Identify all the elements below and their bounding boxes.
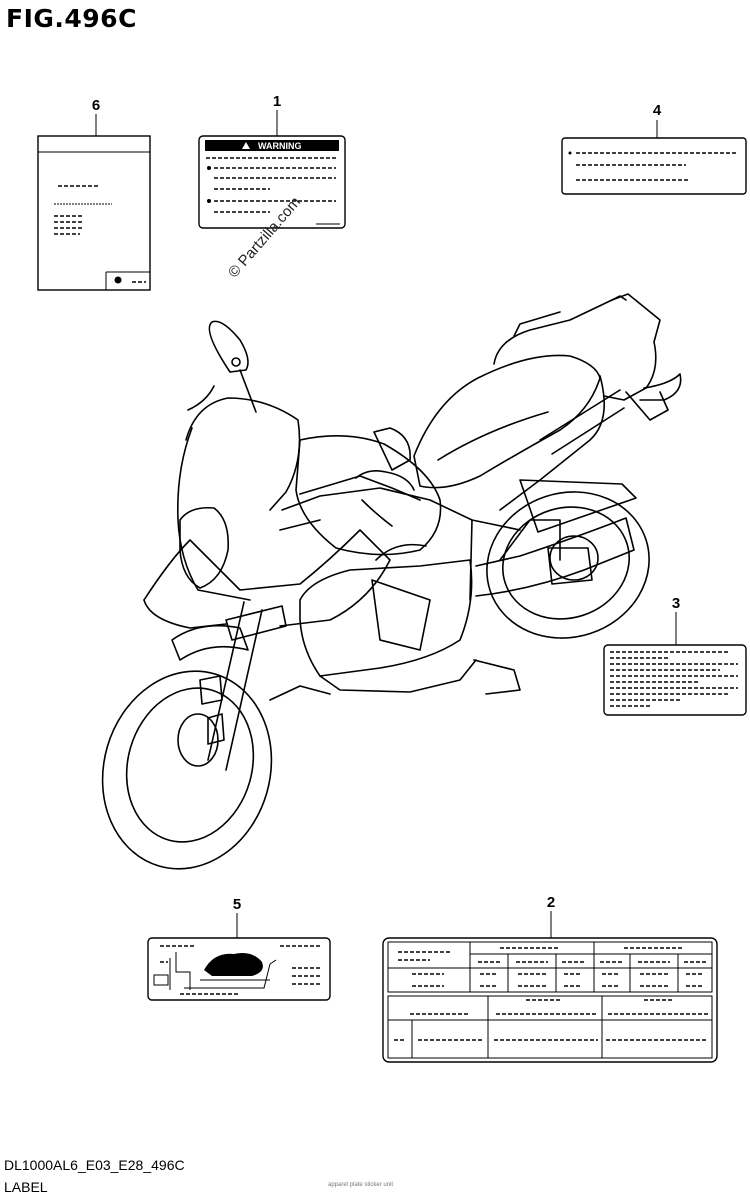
rear-wheel — [486, 491, 650, 639]
seat — [413, 354, 601, 489]
figure-name: LABEL — [4, 1179, 48, 1195]
engine-silhouette-icon — [204, 953, 263, 976]
headlight — [179, 506, 230, 589]
windscreen — [185, 397, 301, 511]
label-3[interactable]: 3 — [603, 595, 747, 716]
footnote-text: apparel plate sticker unit — [328, 1182, 394, 1188]
warning-heading: WARNING — [258, 141, 302, 151]
luggage-rack — [493, 293, 661, 401]
ref-number-2: 2 — [547, 894, 555, 911]
ref-number-1: 1 — [273, 93, 281, 110]
label-5[interactable]: 5 — [147, 896, 331, 1001]
motorcycle-drawing — [101, 293, 682, 870]
label-4[interactable]: 4 — [561, 102, 747, 195]
engine — [299, 559, 473, 677]
label-6-symbol-icon — [114, 276, 122, 284]
ref-number-5: 5 — [233, 896, 241, 913]
fuel-tank — [295, 435, 442, 556]
front-fairing — [176, 427, 251, 601]
label-6-outline — [37, 135, 151, 291]
label-1-outline — [198, 135, 346, 229]
ref-number-3: 3 — [672, 595, 680, 612]
figure-code: DL1000AL6_E03_E28_496C — [4, 1157, 185, 1173]
figure-title: FIG.496C — [6, 4, 137, 33]
swingarm — [475, 517, 635, 597]
warning-banner — [205, 140, 339, 151]
ref-number-6: 6 — [92, 97, 100, 114]
front-wheel — [101, 670, 273, 870]
label-1[interactable]: 1 WARNING — [198, 93, 346, 229]
label-3-outline — [603, 644, 747, 716]
label-2[interactable]: 2 — [382, 894, 718, 1063]
label-6[interactable]: 6 — [37, 97, 151, 291]
mirror — [208, 320, 249, 373]
label-4-outline — [561, 137, 747, 195]
ref-number-4: 4 — [653, 102, 662, 119]
warning-triangle-icon — [242, 142, 250, 149]
